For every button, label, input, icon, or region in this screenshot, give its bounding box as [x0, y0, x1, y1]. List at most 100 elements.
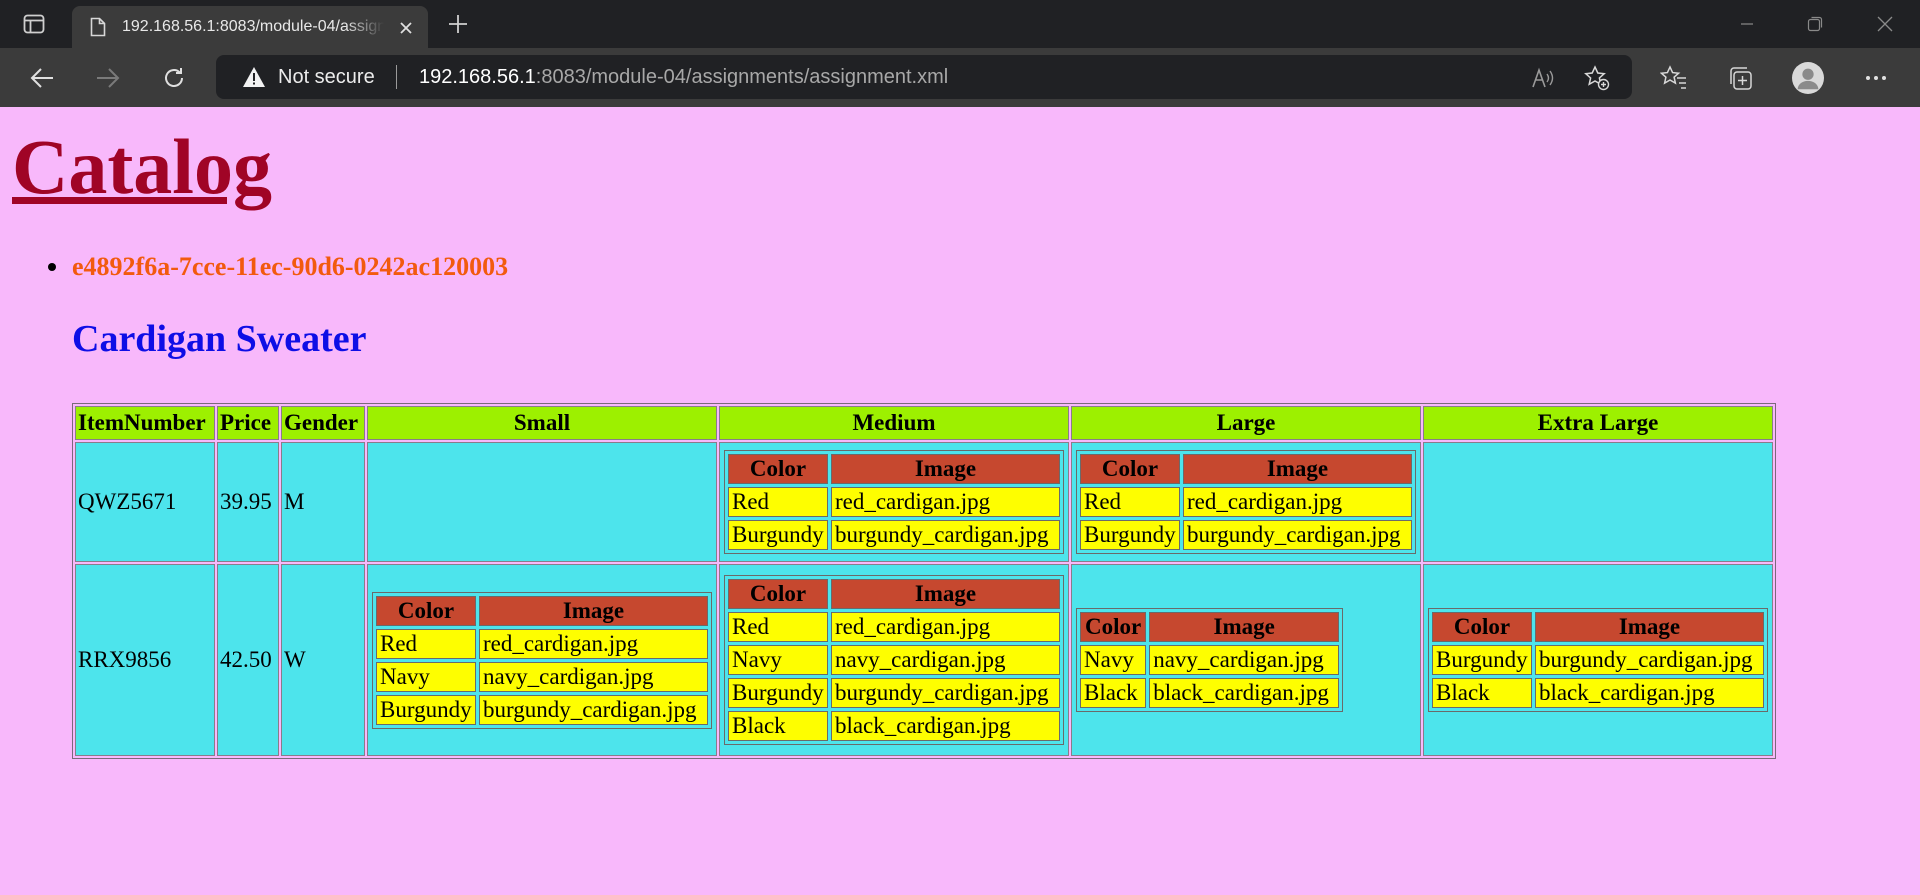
browser-toolbar: Not secure 192.168.56.1:8083/module-04/a…	[0, 48, 1920, 107]
variant-color: Burgundy	[1080, 520, 1180, 550]
tab-close-icon[interactable]	[396, 18, 416, 38]
col-header-small: Small	[367, 406, 717, 440]
variant-header-row: Color Image	[1432, 612, 1764, 642]
refresh-button[interactable]	[156, 60, 192, 96]
back-button[interactable]	[24, 60, 60, 96]
variant-color: Navy	[728, 645, 828, 675]
variant-color: Red	[1080, 487, 1180, 517]
size-large-cell: Color Image Navy navy_cardigan.jpg Black…	[1071, 564, 1421, 756]
item-id: e4892f6a-7cce-11ec-90d6-0242ac120003	[72, 252, 509, 281]
more-menu-button[interactable]	[1860, 62, 1892, 94]
table-row: RRX9856 42.50 W Color Image Red red_card…	[75, 564, 1773, 756]
variant-row: Burgundy burgundy_cardigan.jpg	[728, 678, 1060, 708]
variant-image: navy_cardigan.jpg	[1149, 645, 1340, 675]
variant-color: Burgundy	[376, 694, 476, 725]
minimize-button[interactable]	[1724, 8, 1770, 40]
page-title: Catalog	[12, 123, 272, 210]
variant-header-row: Color Image	[728, 454, 1060, 484]
refresh-icon	[165, 68, 183, 87]
price-cell: 39.95	[217, 442, 279, 562]
col-header-large: Large	[1071, 406, 1421, 440]
forward-arrow-icon	[97, 68, 120, 88]
variant-image: navy_cardigan.jpg	[830, 645, 1060, 675]
variant-row: Navy navy_cardigan.jpg	[1080, 645, 1340, 675]
minimize-icon	[1741, 23, 1753, 25]
col-header-extra-large: Extra Large	[1423, 406, 1773, 440]
variant-row: Black black_cardigan.jpg	[728, 711, 1060, 741]
variant-image: burgundy_cardigan.jpg	[1182, 520, 1412, 550]
size-medium-cell: Color Image Red red_cardigan.jpg Navy na…	[719, 564, 1069, 756]
restore-icon	[1807, 16, 1823, 32]
page-content: Catalog e4892f6a-7cce-11ec-90d6-0242ac12…	[0, 107, 1920, 895]
col-header-medium: Medium	[719, 406, 1069, 440]
variant-row: Red red_cardigan.jpg	[1080, 487, 1412, 517]
product-name: Cardigan Sweater	[72, 318, 367, 360]
size-extra-large-cell: Color Image Burgundy burgundy_cardigan.j…	[1423, 564, 1773, 756]
variant-color: Black	[1080, 678, 1147, 708]
variant-col-image: Image	[1534, 612, 1764, 642]
variant-row: Black black_cardigan.jpg	[1080, 678, 1340, 708]
add-favorite-icon[interactable]	[1584, 65, 1610, 91]
variant-row: Red red_cardigan.jpg	[376, 628, 708, 659]
variant-col-color: Color	[1432, 612, 1532, 642]
catalog-table: ItemNumber Price Gender Small Medium Lar…	[72, 403, 1776, 759]
variant-col-color: Color	[1080, 454, 1180, 484]
close-window-icon	[1877, 16, 1893, 32]
variant-image: red_cardigan.jpg	[478, 628, 708, 659]
security-label[interactable]: Not secure	[278, 66, 375, 88]
browser-tab-bar: 192.168.56.1:8083/module-04/assignments/…	[0, 0, 1920, 48]
collections-icon[interactable]	[1724, 62, 1756, 94]
address-bar[interactable]: Not secure 192.168.56.1:8083/module-04/a…	[216, 55, 1632, 99]
variant-color: Burgundy	[1432, 645, 1532, 675]
item-number-cell: QWZ5671	[75, 442, 215, 562]
url-text[interactable]: 192.168.56.1:8083/module-04/assignments/…	[419, 66, 948, 89]
variant-table: Color Image Burgundy burgundy_cardigan.j…	[1428, 608, 1768, 712]
favorites-icon[interactable]	[1658, 62, 1690, 94]
variant-image: black_cardigan.jpg	[830, 711, 1060, 741]
variant-table: Color Image Red red_cardigan.jpg Navy na…	[724, 575, 1064, 745]
price-cell: 42.50	[217, 564, 279, 756]
read-aloud-icon[interactable]	[1530, 65, 1556, 91]
tab-actions-icon	[23, 14, 45, 34]
size-small-cell: Color Image Red red_cardigan.jpg Navy na…	[367, 564, 717, 756]
gender-cell: W	[281, 564, 365, 756]
profile-avatar[interactable]	[1792, 62, 1824, 94]
variant-color: Red	[728, 487, 828, 517]
plus-icon	[449, 15, 467, 33]
variant-color: Burgundy	[728, 678, 828, 708]
variant-image: burgundy_cardigan.jpg	[830, 520, 1060, 550]
size-large-cell: Color Image Red red_cardigan.jpg Burgund…	[1071, 442, 1421, 562]
header-row: ItemNumber Price Gender Small Medium Lar…	[75, 406, 1773, 440]
variant-row: Red red_cardigan.jpg	[728, 487, 1060, 517]
variant-image: red_cardigan.jpg	[830, 612, 1060, 642]
new-tab-button[interactable]	[444, 10, 472, 38]
browser-tab[interactable]: 192.168.56.1:8083/module-04/assignments/…	[72, 6, 428, 48]
variant-col-image: Image	[830, 454, 1060, 484]
variant-row: Burgundy burgundy_cardigan.jpg	[1432, 645, 1764, 675]
profile-icon	[1792, 62, 1824, 94]
tab-actions-button[interactable]	[14, 10, 54, 38]
variant-header-row: Color Image	[1080, 612, 1340, 642]
forward-button[interactable]	[90, 60, 126, 96]
variant-table: Color Image Red red_cardigan.jpg Burgund…	[724, 450, 1064, 554]
list-bullet	[48, 263, 56, 271]
warning-icon[interactable]	[242, 66, 266, 88]
size-extra-large-cell	[1423, 442, 1773, 562]
variant-row: Burgundy burgundy_cardigan.jpg	[376, 694, 708, 725]
variant-image: black_cardigan.jpg	[1149, 678, 1340, 708]
variant-table: Color Image Red red_cardigan.jpg Burgund…	[1076, 450, 1416, 554]
variant-color: Navy	[376, 661, 476, 692]
variant-image: navy_cardigan.jpg	[478, 661, 708, 692]
variant-row: Burgundy burgundy_cardigan.jpg	[728, 520, 1060, 550]
variant-image: burgundy_cardigan.jpg	[1534, 645, 1764, 675]
variant-row: Navy navy_cardigan.jpg	[728, 645, 1060, 675]
restore-button[interactable]	[1792, 8, 1838, 40]
catalog-list: e4892f6a-7cce-11ec-90d6-0242ac120003	[48, 251, 508, 283]
variant-image: burgundy_cardigan.jpg	[478, 694, 708, 725]
close-window-button[interactable]	[1862, 8, 1908, 40]
variant-col-color: Color	[728, 454, 828, 484]
address-divider	[396, 65, 397, 89]
variant-header-row: Color Image	[1080, 454, 1412, 484]
variant-header-row: Color Image	[376, 595, 708, 626]
back-arrow-icon	[30, 68, 53, 88]
